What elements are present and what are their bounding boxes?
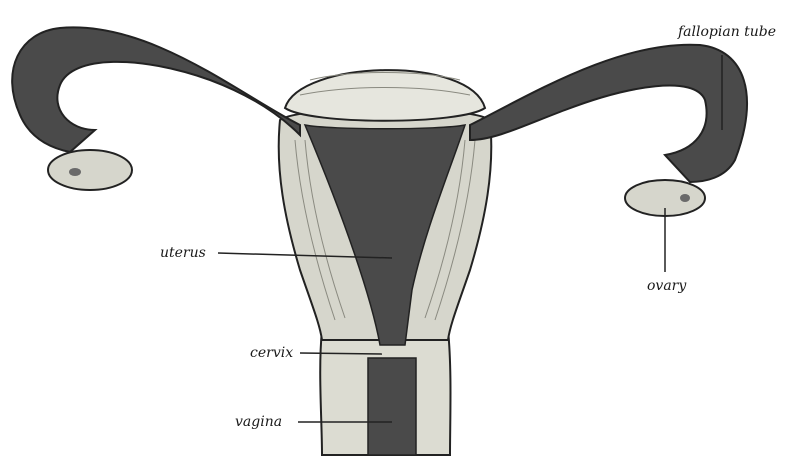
ovary-label: ovary xyxy=(647,278,686,294)
right-fallopian-tube xyxy=(470,45,747,182)
vaginal-canal xyxy=(368,358,416,455)
left-ovary xyxy=(48,150,132,190)
cervix-leader xyxy=(300,353,382,354)
uterus-fundus xyxy=(285,70,485,121)
vagina-label: vagina xyxy=(235,414,282,430)
fallopian-tube-label: fallopian tube xyxy=(678,24,776,40)
uterus-label: uterus xyxy=(160,245,206,261)
left-ovary-follicle xyxy=(69,168,81,176)
left-fallopian-tube xyxy=(12,27,300,152)
right-ovary-follicle xyxy=(680,194,690,202)
cervix-label: cervix xyxy=(250,345,293,361)
